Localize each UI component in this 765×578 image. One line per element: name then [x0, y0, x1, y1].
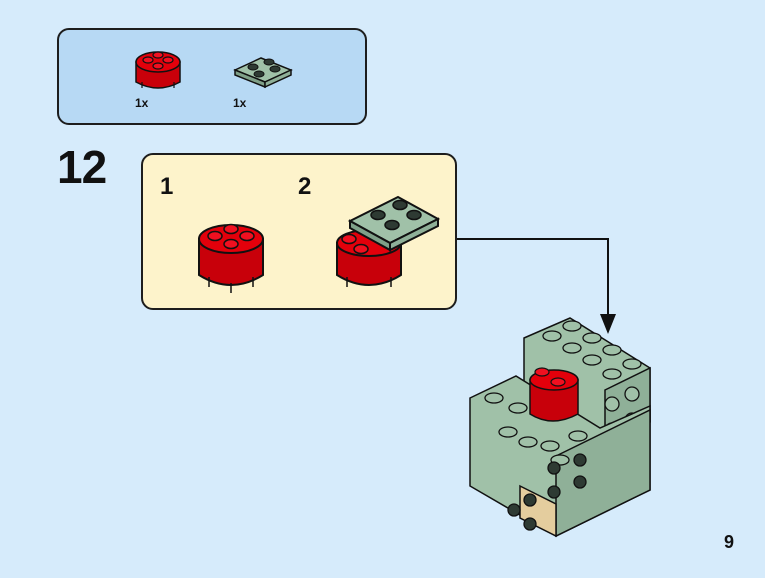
part-quantity: 1x [135, 96, 149, 110]
page-number: 9 [724, 532, 735, 552]
part-quantity: 1x [233, 96, 247, 110]
red-round-brick-2x2-icon [198, 223, 264, 293]
sand-green-plate-2x2-icon [233, 57, 293, 89]
red-round-brick-2x2-icon [135, 51, 181, 89]
sand-green-plate-2x2-icon [347, 195, 441, 252]
substep-box: 1 2 [141, 153, 457, 310]
substep-label-1: 1 [160, 173, 174, 200]
substep-label-2: 2 [298, 173, 312, 200]
main-model-assembly [469, 317, 651, 538]
parts-list-box: 1x 1x [57, 28, 367, 125]
red-round-brick-2x2-icon [336, 229, 402, 287]
step-number: 12 [57, 141, 107, 193]
